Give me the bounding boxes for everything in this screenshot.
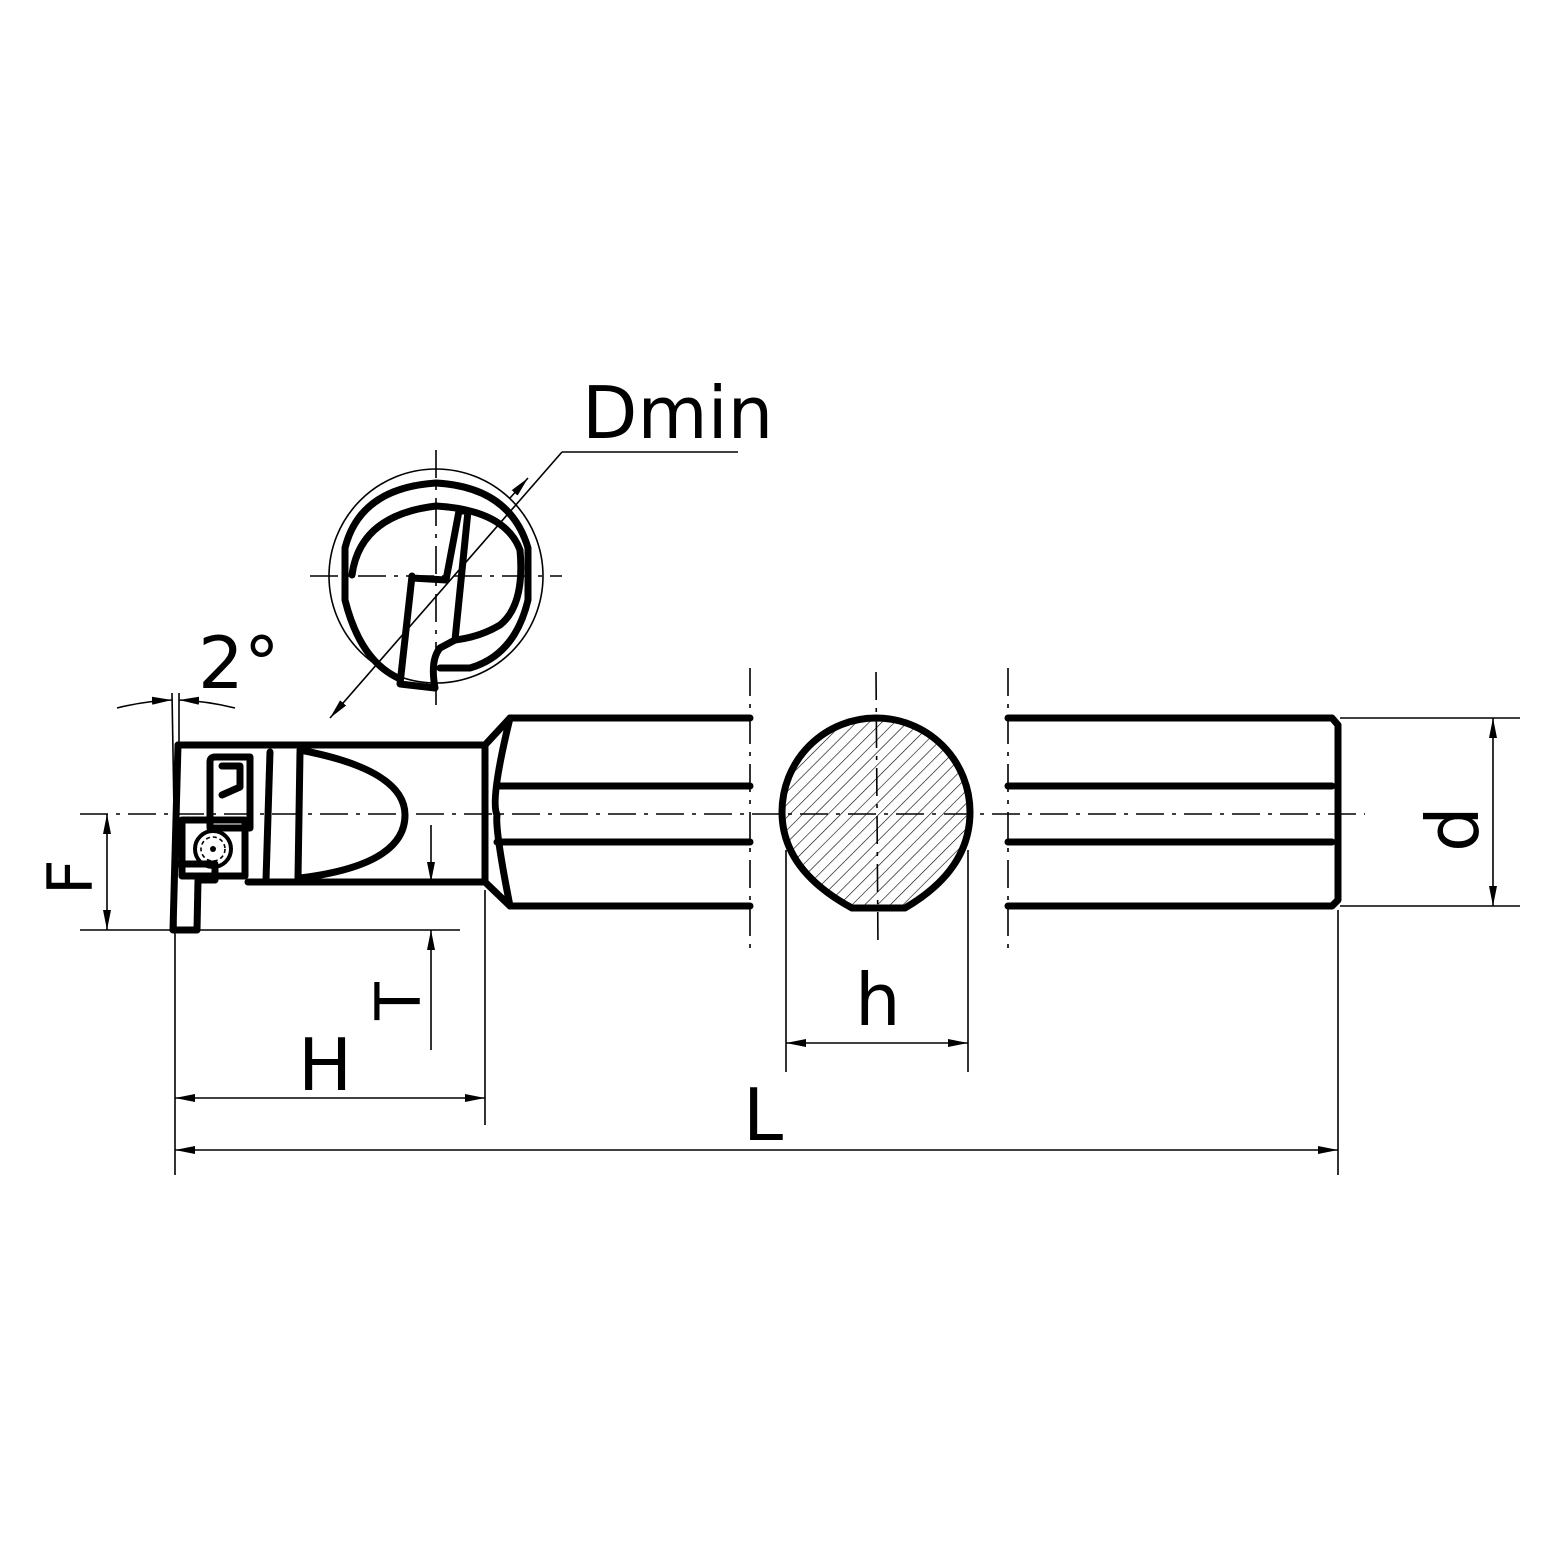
l-label: L (743, 1073, 783, 1157)
angle-label: 2° (198, 621, 280, 705)
d-dimension: d (1340, 717, 1520, 907)
detail-view: Dmin (310, 371, 773, 719)
h-upper-dimension: H (174, 890, 486, 1175)
cross-section (778, 671, 974, 949)
f-label: F (34, 859, 107, 895)
shank-end (1004, 714, 1342, 910)
t-label: T (362, 981, 435, 1021)
h-lower-dimension: h (785, 850, 969, 1072)
h-upper-label: H (298, 1023, 352, 1107)
f-dimension: F (34, 814, 460, 931)
d-label: d (1411, 806, 1495, 852)
h-lower-label: h (855, 958, 901, 1042)
tool-head (169, 714, 754, 934)
t-dimension: T (362, 825, 435, 1050)
l-dimension: L (175, 910, 1339, 1175)
dmin-label: Dmin (582, 371, 773, 455)
